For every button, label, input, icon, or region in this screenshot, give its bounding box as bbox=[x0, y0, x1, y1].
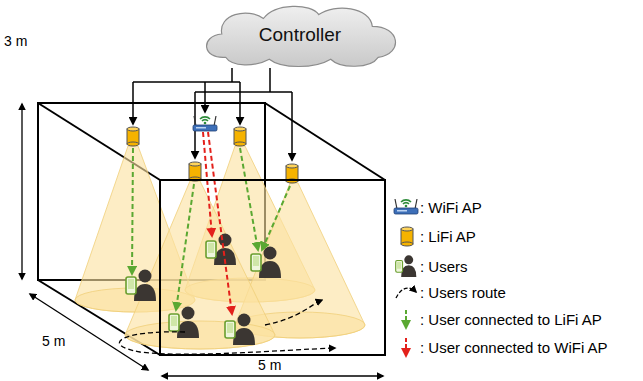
legend-text: : User connected to LiFi AP bbox=[420, 311, 602, 328]
legend-icon bbox=[394, 199, 418, 214]
lifi-ap bbox=[127, 127, 139, 146]
controller-wire bbox=[231, 68, 233, 82]
room-box bbox=[265, 103, 385, 180]
lifi-link bbox=[240, 148, 258, 250]
dimension-arrow bbox=[162, 375, 383, 376]
controller-wire bbox=[269, 68, 271, 92]
user-icon bbox=[225, 314, 255, 346]
wifi-link bbox=[203, 132, 232, 314]
controller-wire bbox=[291, 92, 293, 160]
wifi-link bbox=[203, 132, 212, 236]
legend-icon bbox=[405, 338, 407, 356]
controller-wire bbox=[195, 91, 292, 93]
room-box bbox=[160, 180, 385, 355]
lifi-ap bbox=[234, 127, 246, 146]
user-icon bbox=[126, 270, 156, 302]
controller-cloud: Controller bbox=[195, 2, 405, 68]
lifi-ap bbox=[127, 127, 298, 183]
user-icon bbox=[126, 234, 281, 346]
dimension-label: 5 m bbox=[42, 334, 65, 349]
legend-text: : User connected to WiFi AP bbox=[420, 339, 608, 356]
node-label: Controller bbox=[259, 24, 341, 46]
lifi-link bbox=[132, 148, 133, 274]
light-cone bbox=[75, 146, 365, 349]
lifi-ap bbox=[189, 162, 201, 181]
legend-text: : Users bbox=[420, 258, 468, 275]
room-box bbox=[160, 180, 385, 355]
wifi-ap bbox=[193, 116, 217, 131]
legend-text: : LiFi AP bbox=[420, 228, 476, 245]
wifi-link bbox=[208, 132, 232, 314]
cloud-shape bbox=[207, 6, 396, 66]
legend-icon bbox=[405, 310, 407, 328]
dimension-arrow bbox=[21, 104, 22, 279]
dimension-label: 5 m bbox=[258, 358, 281, 373]
legend-icon bbox=[394, 199, 418, 356]
dimension-label: 3 m bbox=[4, 34, 27, 49]
user-icon bbox=[251, 247, 281, 279]
user-route bbox=[265, 300, 322, 325]
legend-text: : WiFi AP bbox=[420, 199, 482, 216]
dimension-arrow bbox=[30, 294, 148, 370]
controller-wire bbox=[239, 82, 241, 124]
controller-wire bbox=[132, 82, 134, 124]
wifi-ap bbox=[193, 116, 217, 131]
legend-icon bbox=[396, 255, 417, 277]
room-box bbox=[38, 103, 385, 355]
legend-text: : Users route bbox=[420, 284, 506, 301]
controller-wire bbox=[133, 81, 240, 83]
lifi-link bbox=[176, 184, 194, 310]
user-icon bbox=[169, 307, 199, 339]
dimension-arrow bbox=[22, 104, 383, 376]
legend-icon bbox=[401, 227, 413, 246]
controller-wire bbox=[133, 68, 292, 160]
user-route bbox=[119, 332, 335, 354]
controller-wire bbox=[204, 82, 206, 112]
legend-icon bbox=[396, 288, 416, 298]
lifi-link bbox=[262, 186, 290, 250]
